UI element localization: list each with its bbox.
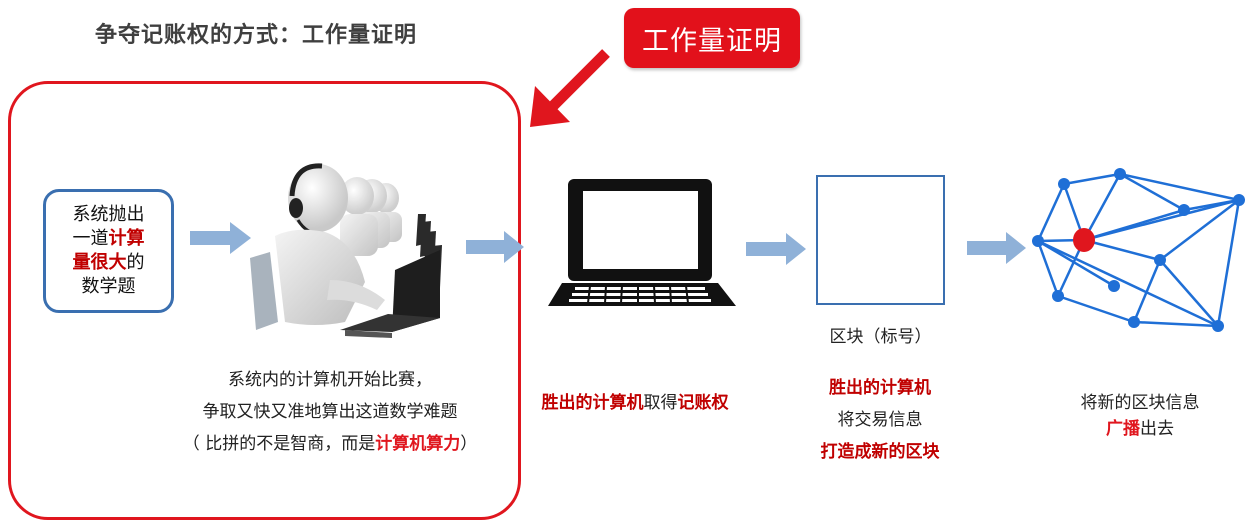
winner-caption: 胜出的计算机取得记账权 (525, 388, 745, 413)
block-caption-line-3: 打造成新的区块 (790, 436, 970, 468)
page-title: 争夺记账权的方式：工作量证明 (95, 17, 417, 49)
caption-line-1: 系统内的计算机开始比赛， (150, 364, 510, 396)
pow-tag: 工作量证明 (624, 8, 800, 68)
problem-line-4: 数学题 (46, 275, 171, 299)
block-caption: 胜出的计算机 将交易信息 打造成新的区块 (790, 372, 970, 468)
caption-line-3: （ 比拼的不是智商，而是计算机算力） (150, 428, 510, 460)
caption-line-2: 争取又快又准地算出这道数学难题 (150, 396, 510, 428)
broadcast-caption: 将新的区块信息 广播出去 (1050, 390, 1230, 442)
block-label: 区块（标号） (816, 322, 945, 347)
competition-caption: 系统内的计算机开始比赛， 争取又快又准地算出这道数学难题 （ 比拼的不是智商，而… (150, 364, 510, 460)
laptop-keys (569, 287, 711, 302)
block-caption-line-1: 胜出的计算机 (790, 372, 970, 404)
problem-box: 系统抛出 一道计算 量很大的 数学题 (43, 189, 174, 313)
problem-line-1: 系统抛出 (46, 203, 171, 227)
source-node (1073, 228, 1095, 252)
problem-line-3: 量很大的 (46, 251, 171, 275)
block-square-icon (816, 175, 945, 305)
problem-line-2: 一道计算 (46, 227, 171, 251)
block-caption-line-2: 将交易信息 (790, 404, 970, 436)
broadcast-line-1: 将新的区块信息 (1050, 390, 1230, 416)
broadcast-line-2: 广播出去 (1050, 416, 1230, 442)
